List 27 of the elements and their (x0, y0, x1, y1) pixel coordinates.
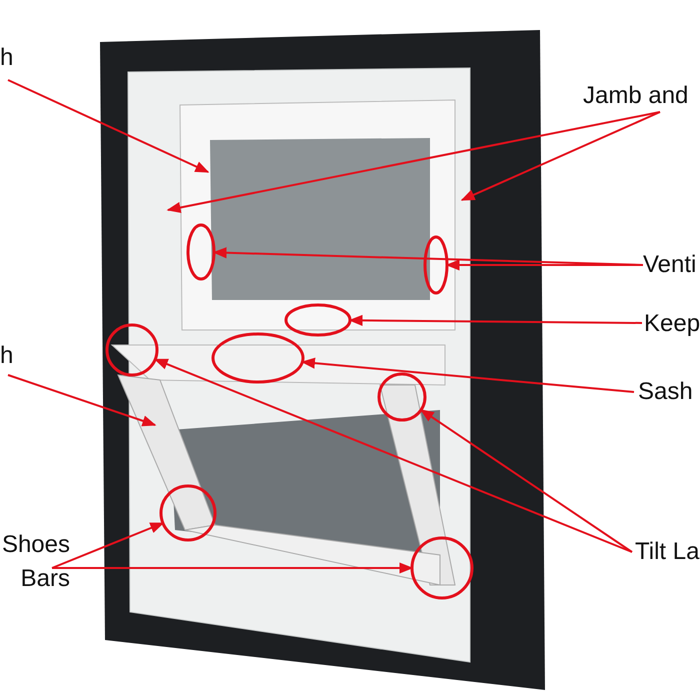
callout-label: Jamb and (583, 82, 688, 110)
leader-arrow (166, 111, 660, 214)
leader-arrow (52, 562, 414, 574)
leader-arrow (420, 409, 633, 553)
leader-arrow (8, 374, 156, 426)
callout-label: Venti (643, 251, 696, 279)
leader-arrow (154, 358, 632, 553)
callout-label: Shoes Bars (0, 528, 70, 596)
highlight-circle (106, 324, 158, 376)
highlight-circle (284, 304, 352, 336)
leader-arrow (446, 259, 643, 271)
highlight-circle (160, 484, 216, 542)
highlight-circle (186, 224, 216, 280)
callout-label: Keep (644, 310, 700, 338)
highlight-circle (212, 332, 304, 384)
leader-arrow (300, 358, 634, 393)
callout-label: h (0, 342, 14, 370)
leader-arrow (348, 314, 642, 326)
leader-arrow (8, 79, 210, 173)
callout-label: h (0, 44, 14, 72)
leader-arrow (460, 111, 660, 201)
highlight-circle (410, 536, 474, 600)
highlight-circle (424, 236, 448, 294)
callout-label: Sash (638, 378, 693, 406)
leader-arrow (52, 522, 164, 569)
callout-label: Tilt La (635, 538, 700, 566)
highlight-circle (378, 372, 426, 422)
